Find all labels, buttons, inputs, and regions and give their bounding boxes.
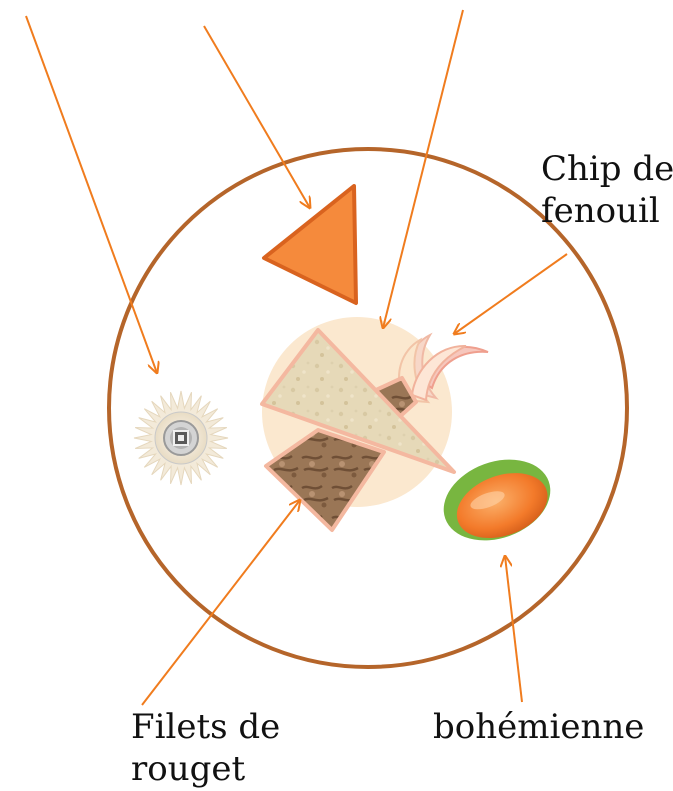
sun-garnish [133,390,229,486]
leader-arrows [25,9,568,706]
label-filets-de-rouget: Filets de rouget [131,707,291,789]
bohemienne-garnish [443,459,551,541]
arrow-to-sauce [383,9,464,328]
arrow-to-rouget [141,500,300,706]
toast-triangle [260,328,456,474]
arrow-to-sun-garnish [25,15,157,373]
arrow-to-fennel-chip [454,253,568,334]
rouget-fillet [264,428,386,532]
orange-triangle [262,184,358,305]
label-chip-de-fenouil: Chip de fenouil [541,149,673,231]
arrow-to-orange-triangle [203,25,310,208]
arrow-to-bohemienne [505,556,523,703]
label-bohemienne: bohémienne [433,707,644,747]
